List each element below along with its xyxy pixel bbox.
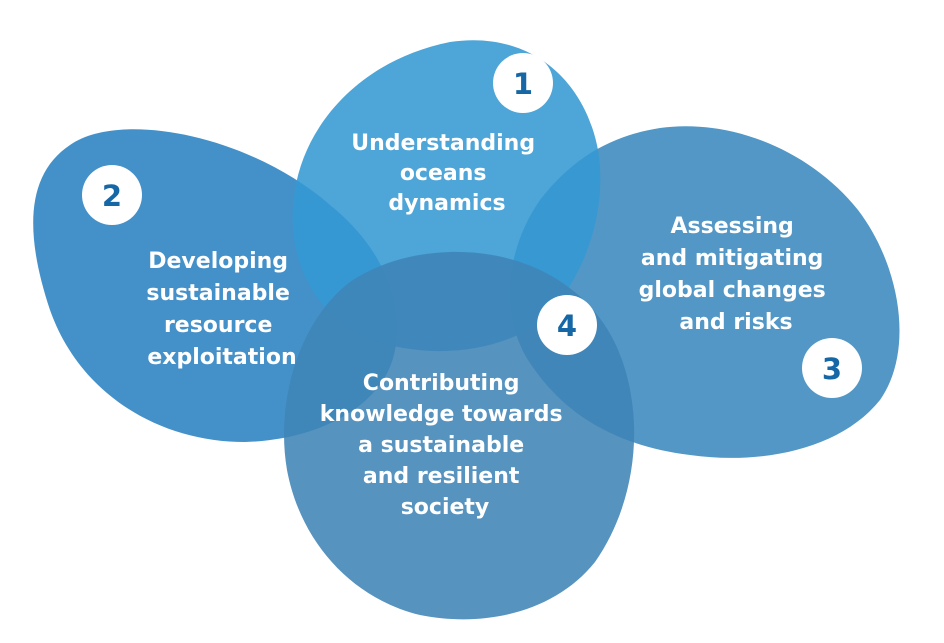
theme-1-label: Understanding oceans dynamics — [351, 131, 543, 216]
theme-4-label: Contributing knowledge towards a sustain… — [320, 371, 570, 520]
theme-3-number: 3 — [822, 352, 842, 386]
theme-2-badge: 2 — [82, 165, 142, 225]
theme-1-badge: 1 — [493, 53, 553, 113]
theme-3-badge: 3 — [802, 338, 862, 398]
theme-2-number: 2 — [102, 179, 122, 213]
theme-2-label: Developing sustainable resource exploita… — [146, 249, 297, 370]
theme-3-label: Assessing and mitigating global changes … — [639, 214, 834, 335]
theme-4-badge: 4 — [537, 295, 597, 355]
theme-4-number: 4 — [557, 309, 577, 343]
theme-1-number: 1 — [513, 67, 533, 101]
